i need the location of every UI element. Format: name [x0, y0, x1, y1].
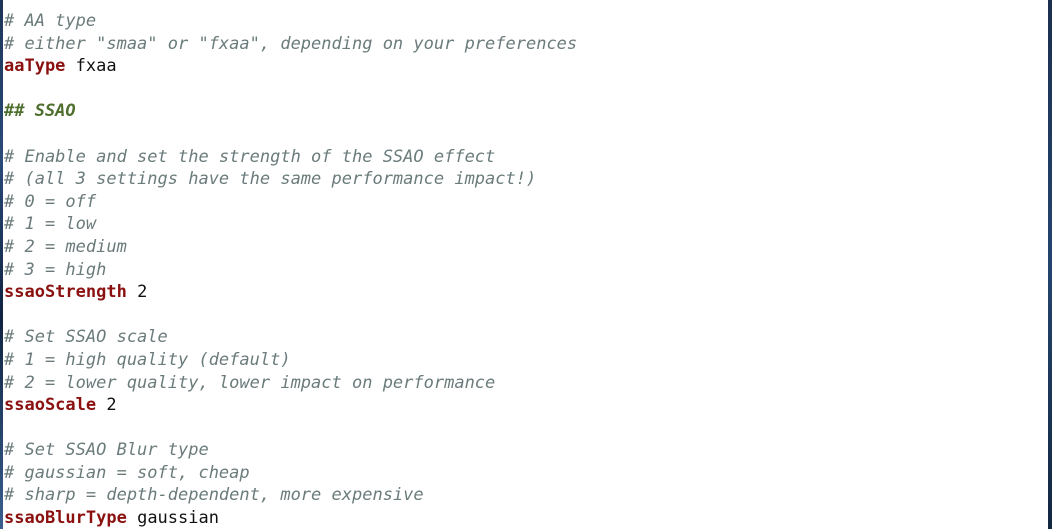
blank-line[interactable]	[4, 304, 1046, 327]
comment-line[interactable]: # AA type	[4, 10, 1046, 33]
comment-line[interactable]: # 2 = medium	[4, 236, 1046, 259]
setting-line-17[interactable]: ssaoScale 2	[4, 394, 1046, 417]
setting-value[interactable]: gaussian	[137, 508, 219, 529]
config-file-content[interactable]: # AA type# either "smaa" or "fxaa", depe…	[4, 10, 1046, 529]
comment-line[interactable]: # 1 = high quality (default)	[4, 349, 1046, 372]
comment-text: # gaussian = soft, cheap	[4, 462, 250, 483]
comment-text: # (all 3 settings have the same performa…	[4, 169, 537, 190]
setting-key: ssaoStrength	[4, 282, 127, 303]
comment-text: # AA type	[4, 11, 97, 31]
setting-line-2[interactable]: aaType fxaa	[4, 55, 1046, 78]
comment-line[interactable]: # sharp = depth-dependent, more expensiv…	[4, 484, 1046, 507]
section-heading-line[interactable]: ## SSAO	[4, 100, 1046, 123]
setting-value[interactable]: 2	[106, 395, 117, 416]
comment-line[interactable]: # 2 = lower quality, lower impact on per…	[4, 372, 1046, 395]
window-left-edge	[0, 0, 3, 529]
comment-text: # 3 = high	[4, 259, 107, 280]
setting-key: ssaoBlurType	[4, 508, 127, 529]
blank-line[interactable]	[4, 417, 1046, 440]
comment-text: # Set SSAO scale	[4, 327, 168, 348]
setting-key: aaType	[4, 56, 66, 77]
blank-line[interactable]	[4, 123, 1046, 146]
comment-line[interactable]: # gaussian = soft, cheap	[4, 462, 1046, 485]
section-heading: ## SSAO	[4, 101, 76, 122]
comment-text: # Enable and set the strength of the SSA…	[4, 146, 496, 167]
window-right-edge	[1048, 0, 1052, 529]
comment-text: # either "smaa" or "fxaa", depending on …	[4, 33, 578, 54]
setting-value[interactable]: fxaa	[75, 56, 117, 77]
setting-value[interactable]: 2	[137, 282, 148, 303]
comment-text: # 1 = high quality (default)	[4, 349, 291, 370]
comment-line[interactable]: # Set SSAO Blur type	[4, 439, 1046, 462]
comment-text: # sharp = depth-dependent, more expensiv…	[4, 485, 424, 506]
comment-line[interactable]: # either "smaa" or "fxaa", depending on …	[4, 33, 1046, 56]
comment-text: # 0 = off	[4, 191, 97, 212]
comment-line[interactable]: # 0 = off	[4, 191, 1046, 214]
comment-line[interactable]: # 3 = high	[4, 259, 1046, 282]
comment-line[interactable]: # Enable and set the strength of the SSA…	[4, 146, 1046, 169]
setting-line-12[interactable]: ssaoStrength 2	[4, 281, 1046, 304]
comment-text: # 2 = medium	[4, 236, 127, 257]
comment-line[interactable]: # (all 3 settings have the same performa…	[4, 168, 1046, 191]
comment-text: # Set SSAO Blur type	[4, 440, 209, 461]
setting-key: ssaoScale	[4, 395, 97, 416]
setting-line-22[interactable]: ssaoBlurType gaussian	[4, 507, 1046, 529]
comment-line[interactable]: # Set SSAO scale	[4, 326, 1046, 349]
comment-text: # 2 = lower quality, lower impact on per…	[4, 372, 496, 393]
comment-text: # 1 = low	[4, 214, 97, 235]
blank-line[interactable]	[4, 78, 1046, 101]
comment-line[interactable]: # 1 = low	[4, 213, 1046, 236]
